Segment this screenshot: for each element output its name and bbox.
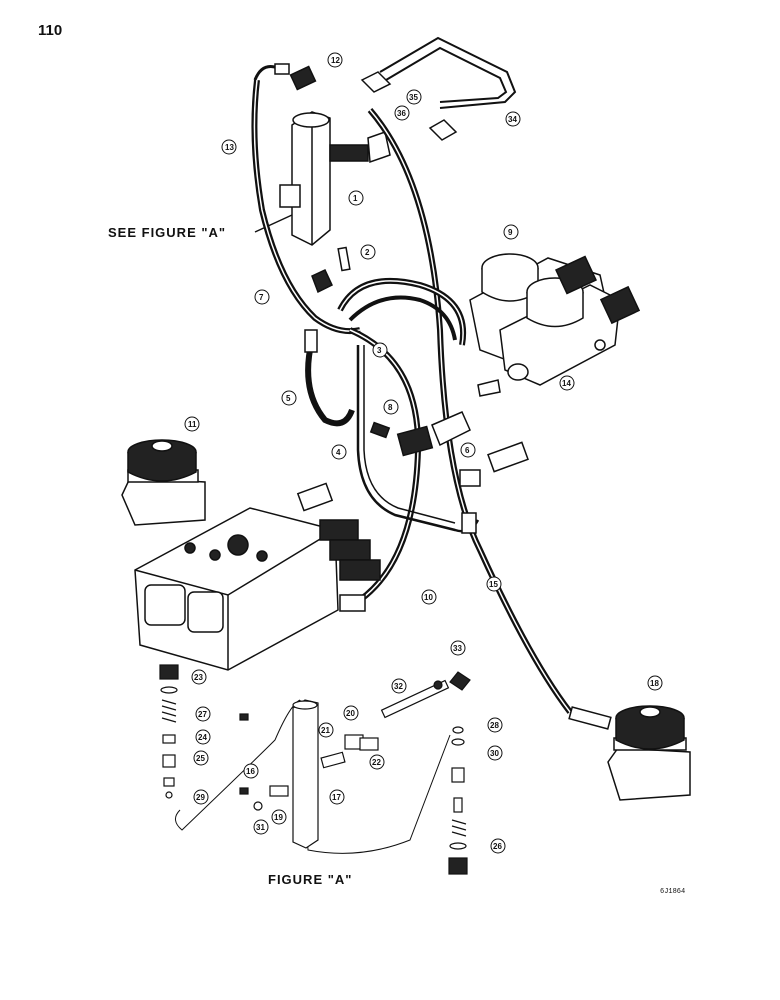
callout-25: 25 <box>196 754 205 763</box>
callout-8: 8 <box>388 403 393 412</box>
callout-labels: 12 13 1 2 7 3 8 4 5 6 9 10 11 14 15 16 1… <box>184 52 663 854</box>
callout-20: 20 <box>346 709 355 718</box>
tee-fitting <box>253 63 317 91</box>
callout-28: 28 <box>490 721 499 730</box>
callout-23: 23 <box>194 673 203 682</box>
callout-22: 22 <box>372 758 381 767</box>
callout-26: 26 <box>493 842 502 851</box>
center-fittings <box>304 246 529 534</box>
callout-13: 13 <box>225 143 234 152</box>
part-code: 6J1864 <box>660 888 686 896</box>
callout-30: 30 <box>490 749 499 758</box>
brake-valve-right <box>568 705 691 801</box>
u-bolt-nuts <box>360 71 458 141</box>
see-figure-a-label: SEE FIGURE "A" <box>108 225 227 240</box>
callout-14: 14 <box>562 379 571 388</box>
figure-a-outline <box>175 699 301 831</box>
valve-body <box>279 111 391 246</box>
callout-11: 11 <box>188 420 197 429</box>
callout-1: 1 <box>353 194 358 203</box>
callout-15: 15 <box>489 580 498 589</box>
figure-a-right-stack <box>448 726 468 875</box>
figure-a-rod <box>344 671 471 751</box>
control-valve <box>134 482 381 671</box>
callout-16: 16 <box>246 767 255 776</box>
callout-35: 35 <box>409 93 418 102</box>
figure-a-left-stack <box>159 664 179 799</box>
callout-4: 4 <box>336 448 341 457</box>
page-number: 110 <box>38 22 63 39</box>
callout-9: 9 <box>508 228 513 237</box>
callout-7: 7 <box>259 293 264 302</box>
brake-valve-left <box>121 439 206 526</box>
callout-2: 2 <box>365 248 370 257</box>
callout-36: 36 <box>397 109 406 118</box>
callout-27: 27 <box>198 710 207 719</box>
hose-upper-right <box>367 108 573 714</box>
callout-34: 34 <box>508 115 517 124</box>
callout-21: 21 <box>321 726 330 735</box>
u-bolt <box>379 36 517 109</box>
figure-a-label: FIGURE "A" <box>268 872 353 887</box>
callout-3: 3 <box>377 346 382 355</box>
callout-18: 18 <box>650 679 659 688</box>
callout-32: 32 <box>394 682 403 691</box>
callout-29: 29 <box>196 793 205 802</box>
callout-19: 19 <box>274 813 283 822</box>
figure-a-cylinder <box>239 699 346 849</box>
callout-33: 33 <box>453 644 462 653</box>
callout-12: 12 <box>331 56 340 65</box>
callout-5: 5 <box>286 394 291 403</box>
callout-24: 24 <box>198 733 207 742</box>
hose-5 <box>305 339 355 427</box>
callout-10: 10 <box>424 593 433 602</box>
master-cylinders <box>469 253 641 397</box>
callout-17: 17 <box>332 793 341 802</box>
callout-6: 6 <box>465 446 470 455</box>
callout-31: 31 <box>256 823 265 832</box>
